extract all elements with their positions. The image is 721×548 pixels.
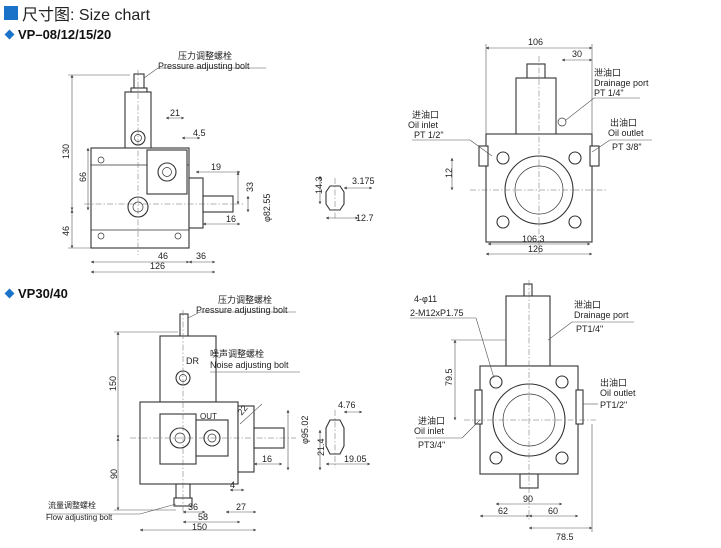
vp30-inlet-en: Oil inlet	[414, 426, 445, 436]
vp30-dim-95: φ95.02	[300, 416, 310, 444]
vp08-dim-14_3: 14.3	[314, 176, 324, 194]
vp30-dim-16: 16	[262, 454, 272, 464]
vp08-dim-126b: 126	[528, 244, 543, 254]
section-vp30-label: VP30/40	[18, 286, 68, 301]
vp30-holes-b: 2-M12xP1.75	[410, 308, 464, 318]
vp08-dim-126: 126	[150, 261, 165, 271]
vp08-inlet-cn: 进油口	[412, 109, 439, 120]
vp30-dim-36: 36	[188, 502, 198, 512]
vp08-front-view: 泄油口 Drainage port PT 1/4" 进油口 Oil inlet …	[408, 37, 652, 256]
vp08-dim-130: 130	[61, 144, 71, 159]
vp08-pressure-cn: 压力调整螺栓	[178, 50, 232, 61]
vp08-dim-12_7: 12.7	[356, 213, 374, 223]
vp08-dim-19: 19	[211, 162, 221, 172]
vp30-dim-4_76: 4.76	[338, 400, 356, 410]
vp30-flow-cn: 流量调整螺栓	[48, 500, 96, 510]
vp30-dim-79_5: 79.5	[444, 368, 454, 386]
vp30-outlet-en: Oil outlet	[600, 388, 636, 398]
vp08-dim-3_175: 3.175	[352, 176, 375, 186]
vp08-dim-106: 106	[528, 37, 543, 47]
vp08-drain-cn: 泄油口	[594, 67, 621, 78]
vp30-dim-19_05: 19.05	[344, 454, 367, 464]
vp30-pressure-en: Pressure adjusting bolt	[196, 305, 288, 315]
vp30-dim-90h: 90	[523, 494, 533, 504]
vp08-dim-46h: 46	[158, 251, 168, 261]
vp30-pressure-cn: 压力调整螺栓	[218, 294, 272, 305]
vp08-outlet-pt: PT 3/8"	[612, 142, 642, 152]
vp08-dim-21: 21	[170, 108, 180, 118]
vp08-dim-36: 36	[196, 251, 206, 261]
title-square-icon	[4, 6, 18, 20]
vp30-dim-22: 22	[236, 403, 250, 417]
vp30-dim-78_5: 78.5	[556, 532, 574, 542]
vp08-keyway-detail: 14.3 3.175 12.7	[314, 175, 375, 223]
vp30-dim-21_4: 21.4	[316, 438, 326, 456]
vp30-outlet-cn: 出油口	[600, 377, 627, 388]
vp08-inlet-pt: PT 1/2"	[414, 130, 444, 140]
vp08-outlet-en: Oil outlet	[608, 128, 644, 138]
vp08-outlet-cn: 出油口	[610, 117, 637, 128]
vp30-noise-cn: 噪声调整螺栓	[210, 348, 264, 359]
vp30-dim-27: 27	[236, 502, 246, 512]
section-vp08-label: VP–08/12/15/20	[18, 27, 112, 42]
vp08-dim-4_5: 4.5	[193, 128, 206, 138]
vp08-side-view: 压力调整螺栓 Pressure adjusting bolt 130 66 46…	[61, 50, 272, 274]
vp30-inlet-cn: 进油口	[418, 415, 445, 426]
vp30-dim-4: 4	[230, 480, 235, 490]
vp30-drain-cn: 泄油口	[574, 299, 601, 310]
vp08-dim-106_3: 106.3	[522, 234, 545, 244]
vp08-pressure-en: Pressure adjusting bolt	[158, 61, 250, 71]
vp30-outlet-pt: PT1/2"	[600, 400, 627, 410]
vp30-drain-pt: PT1/4"	[576, 324, 603, 334]
vp30-dim-150v: 150	[108, 376, 118, 391]
vp30-dr-label: DR	[186, 356, 199, 366]
vp08-dim-30: 30	[572, 49, 582, 59]
vp08-dim-16: 16	[226, 214, 236, 224]
vp30-drain-en: Drainage port	[574, 310, 629, 320]
vp08-drain-en: Drainage port	[594, 78, 649, 88]
vp30-out-label: OUT	[200, 412, 217, 421]
section-vp08: VP–08/12/15/20	[4, 27, 112, 42]
vp08-dim-46v: 46	[61, 226, 71, 236]
vp30-inlet-pt: PT3/4"	[418, 440, 445, 450]
vp30-dim-58: 58	[198, 512, 208, 522]
vp08-dim-66: 66	[78, 172, 88, 182]
vp30-flow-en: Flow adjusting bolt	[46, 513, 113, 522]
vp30-holes-a: 4-φ11	[414, 294, 437, 304]
page-title-text: 尺寸图: Size chart	[22, 7, 151, 24]
vp30-side-view: 压力调整螺栓 Pressure adjusting bolt 噪声调整螺栓 No…	[46, 294, 310, 532]
vp30-keyway-detail: 4.76 21.4 19.05	[316, 400, 371, 471]
vp30-front-view: 4-φ11 2-M12xP1.75 泄油口 Drainage port PT1/…	[410, 280, 636, 542]
vp08-inlet-en: Oil inlet	[408, 120, 439, 130]
vp08-dim-33: 33	[245, 182, 255, 192]
vp08-drain-pt: PT 1/4"	[594, 88, 624, 98]
vp30-dim-60: 60	[548, 506, 558, 516]
vp08-dim-82: φ82.55	[262, 194, 272, 222]
page-title: 尺寸图: Size chart	[4, 2, 150, 24]
vp30-dim-62: 62	[498, 506, 508, 516]
vp30-dim-150h: 150	[192, 522, 207, 532]
vp30-dim-90v: 90	[109, 469, 119, 479]
vp30-noise-en: Noise adjusting bolt	[210, 360, 289, 370]
section-vp30: VP30/40	[4, 286, 68, 301]
vp08-dim-12: 12	[444, 168, 454, 178]
